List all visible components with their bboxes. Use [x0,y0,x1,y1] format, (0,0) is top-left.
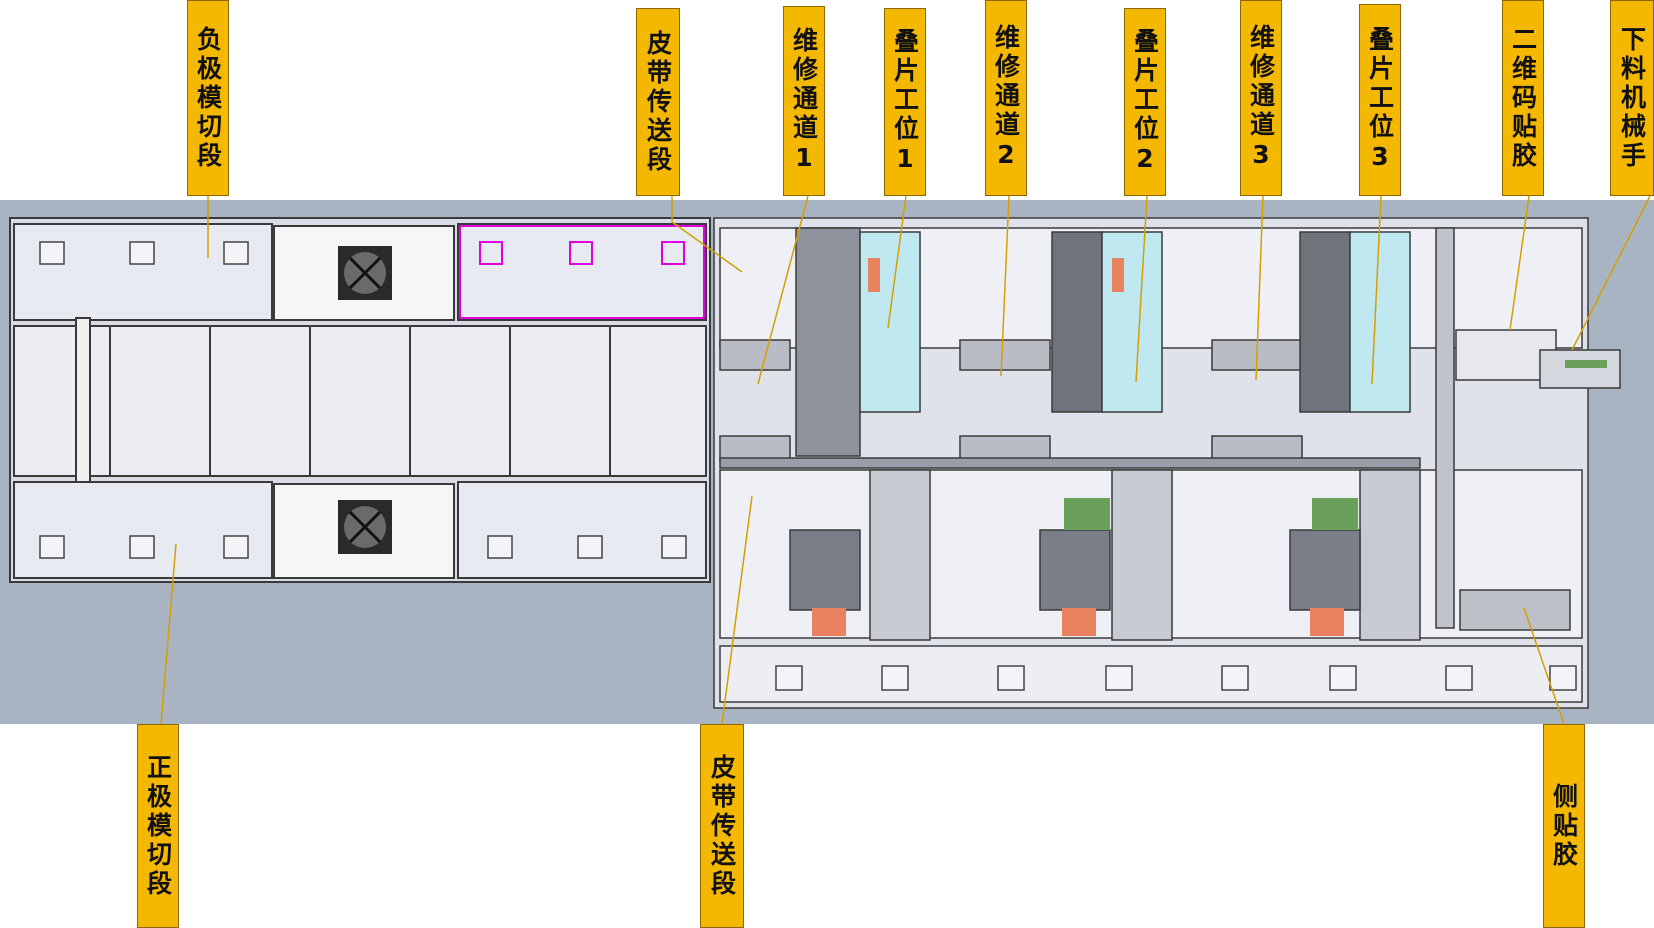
highlighted-panel [459,225,705,319]
label-stacking-station-1: 叠片工位1 [884,8,926,196]
pos-cut-panel-b [457,481,707,579]
pos-cut-panel-a [13,481,273,579]
label-repair-channel-1: 维修通道1 [783,6,825,196]
label-belt-conveyor-bottom: 皮带传送段 [700,724,744,928]
label-belt-conveyor-top: 皮带传送段 [636,8,680,196]
cutting-section [9,217,711,583]
belt-middle-row [13,325,707,477]
neg-cut-panel-b [457,223,707,321]
stacking-section [713,217,1621,709]
label-qr-code-glue: 二维码贴胶 [1502,0,1544,196]
conveyor-pads [775,665,1577,691]
leader-lines [160,195,1651,725]
mounting-pads [39,241,687,559]
label-unloading-robot: 下料机械手 [1610,0,1654,196]
label-positive-cutting: 正极模切段 [137,724,179,928]
label-stacking-station-2: 叠片工位2 [1124,8,1166,196]
label-repair-channel-2: 维修通道2 [985,0,1027,196]
label-side-glue: 侧贴胶 [1543,724,1585,928]
label-stacking-station-3: 叠片工位3 [1359,4,1401,196]
label-repair-channel-3: 维修通道3 [1240,0,1282,196]
label-negative-cutting: 负极模切段 [187,0,229,196]
fan-icon [338,246,392,554]
green-parts [1064,360,1607,530]
orange-parts [812,258,1344,636]
neg-cut-panel-a [13,223,273,321]
